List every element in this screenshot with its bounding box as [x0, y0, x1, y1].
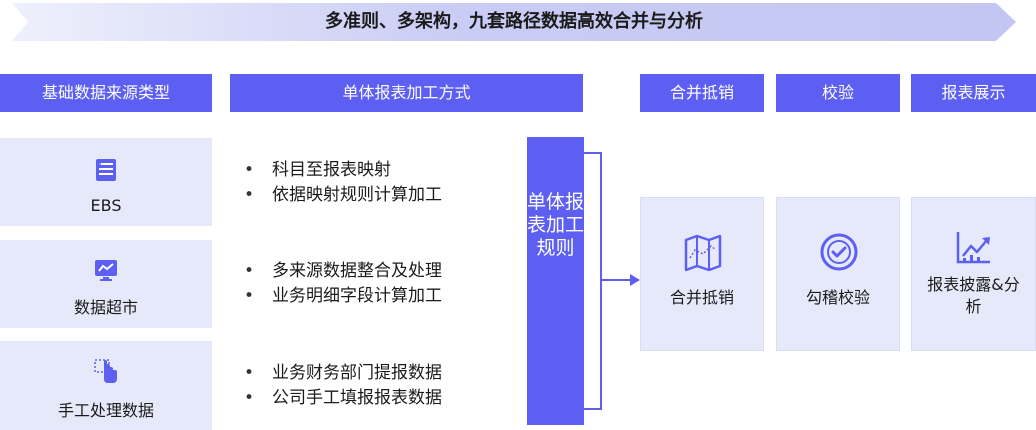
header-validation: 校验 [776, 74, 900, 112]
source-label: EBS [90, 196, 122, 215]
header-presentation: 报表展示 [911, 74, 1036, 112]
flow-bracket-arrow [584, 152, 640, 410]
source-label: 数据超市 [73, 298, 138, 317]
method-item: 公司手工填报报表数据 [244, 386, 442, 410]
method-item: 业务明细字段计算加工 [244, 284, 442, 308]
trend-chart-icon [954, 228, 994, 268]
processing-rules-label: 单体报表加工规则 [527, 191, 585, 259]
output-card-validation: 勾稽校验 [776, 197, 900, 351]
source-card-manual-data: 手工处理数据 [0, 341, 212, 430]
output-label: 报表披露&分析 [927, 275, 1020, 316]
map-icon [683, 232, 723, 272]
header-source-types: 基础数据来源类型 [0, 74, 212, 112]
method-item: 业务财务部门提报数据 [244, 361, 442, 385]
check-circle-icon [819, 232, 859, 272]
monitor-chart-icon [92, 256, 120, 284]
title-banner [12, 3, 1016, 41]
output-card-presentation: 报表披露&分析 [911, 197, 1036, 351]
source-card-data-mart: 数据超市 [0, 240, 212, 328]
server-list-icon [92, 156, 120, 184]
output-card-consolidation: 合并抵销 [640, 197, 764, 351]
hand-pointer-icon [92, 357, 120, 385]
method-item: 多来源数据整合及处理 [244, 259, 442, 283]
header-consolidation: 合并抵销 [640, 74, 764, 112]
source-card-ebs: EBS [0, 138, 212, 226]
method-item: 科目至报表映射 [244, 158, 391, 182]
header-processing-method: 单体报表加工方式 [230, 74, 583, 112]
output-label: 勾稽校验 [805, 288, 870, 307]
output-label: 合并抵销 [669, 288, 734, 307]
processing-rules-box: 单体报表加工规则 [527, 137, 584, 425]
method-item: 依据映射规则计算加工 [244, 183, 442, 207]
source-label: 手工处理数据 [57, 401, 154, 420]
page-title: 多准则、多架构，九套路径数据高效合并与分析 [325, 11, 703, 32]
